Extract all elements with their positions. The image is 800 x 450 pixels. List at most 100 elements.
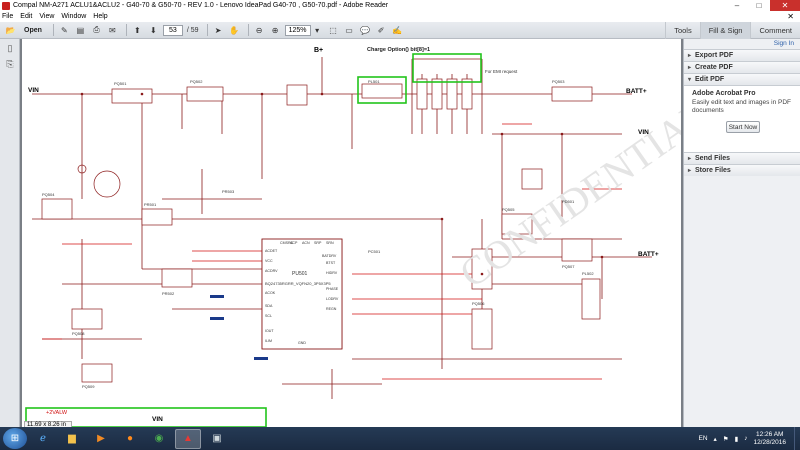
net-label-2valw: +2VALW	[46, 410, 68, 416]
component-label: PQ504	[42, 192, 55, 197]
pin-label: LODRV	[326, 297, 339, 301]
fit-page-icon[interactable]: ⬚	[329, 25, 337, 35]
pin-label: ACN	[302, 241, 310, 245]
clock-time: 12:26 AM	[755, 430, 784, 438]
highlight-box-inductor	[357, 76, 407, 104]
document-area: ▯ ⎘	[0, 39, 683, 429]
sign-in-link[interactable]: Sign In	[773, 40, 794, 47]
file-explorer-icon[interactable]: ▆	[68, 433, 76, 444]
pin-label: ACP	[290, 241, 298, 245]
next-page-icon[interactable]: ⬇	[150, 25, 157, 35]
toolbar-divider	[52, 24, 54, 36]
show-desktop-button[interactable]	[794, 427, 800, 450]
close-document-icon[interactable]: ✕	[787, 12, 794, 21]
previous-page-icon[interactable]: ⬆	[134, 25, 141, 35]
net-label-batt-top: BATT+	[626, 88, 647, 95]
menu-window[interactable]: Window	[61, 13, 87, 20]
highlight-icon[interactable]: ✐	[377, 25, 385, 35]
create-pdf-label: Create PDF	[695, 64, 733, 71]
create-pdf-section[interactable]: ▸ Create PDF	[684, 61, 800, 73]
edit-pdf-label: Edit PDF	[695, 76, 725, 83]
page-thumbnails-icon[interactable]: ▯	[7, 43, 13, 53]
pin-label: PHASE	[326, 287, 339, 291]
tray-arrow-icon[interactable]: ▴	[713, 435, 717, 443]
volume-icon[interactable]: ♪	[744, 435, 748, 442]
internet-explorer-icon[interactable]: ℯ	[40, 433, 46, 444]
open-button[interactable]: Open	[24, 26, 42, 34]
component-label: PR503	[222, 189, 235, 194]
acrobat-pro-heading: Adobe Acrobat Pro	[692, 90, 756, 97]
attachments-icon[interactable]: ⎘	[6, 59, 14, 69]
zoom-in-icon[interactable]: ⊕	[271, 25, 279, 35]
maximize-button[interactable]: □	[756, 1, 762, 10]
pdf-page[interactable]: CONFIDENTIAL	[22, 39, 681, 427]
zoom-dropdown-icon[interactable]: ▾	[315, 25, 320, 35]
toolbar-divider	[247, 24, 249, 36]
start-now-button[interactable]: Start Now	[726, 121, 760, 133]
component-label: PQ507	[562, 264, 575, 269]
emi-note: For EMI request	[485, 69, 518, 74]
menu-bar: File Edit View Window Help ✕	[0, 11, 800, 22]
collapsed-arrow-icon: ▸	[688, 156, 692, 162]
clock[interactable]: 12:26 AM 12/28/2016	[753, 431, 786, 447]
store-files-section[interactable]: ▸ Store Files	[684, 164, 800, 176]
minimize-button[interactable]: –	[734, 1, 740, 10]
component-label: PR501	[144, 202, 157, 207]
menu-help[interactable]: Help	[93, 13, 108, 20]
net-label-bplus: B+	[314, 47, 324, 54]
open-folder-icon[interactable]: 📂	[5, 25, 16, 35]
read-mode-icon[interactable]: ▭	[345, 25, 353, 35]
close-button[interactable]: ✕	[770, 0, 800, 11]
hand-tool-icon[interactable]: ✋	[229, 25, 240, 35]
adobe-reader-taskbar-icon[interactable]: ▲	[175, 428, 201, 449]
edit-pdf-section[interactable]: ▾ Edit PDF	[684, 73, 800, 85]
pin-label: CMSRC	[280, 241, 294, 245]
tools-tab[interactable]: Tools	[665, 21, 700, 39]
chip-refdes: PU501	[292, 271, 308, 277]
export-pdf-section[interactable]: ▸ Export PDF	[684, 49, 800, 61]
comment-bubble-icon[interactable]: 💬	[360, 25, 371, 35]
component-label: PQ501	[114, 81, 127, 86]
select-tool-icon[interactable]: ➤	[214, 25, 222, 35]
edit-pdf-panel: Adobe Acrobat Pro Easily edit text and i…	[684, 85, 800, 152]
send-files-section[interactable]: ▸ Send Files	[684, 152, 800, 164]
media-player-icon[interactable]: ▶	[97, 433, 105, 444]
pin-label: ILIM	[265, 339, 272, 343]
page-number-input[interactable]: 53	[162, 24, 183, 36]
pin-label: ACDRV	[265, 269, 278, 273]
expanded-arrow-icon: ▾	[688, 77, 692, 83]
charger-ic	[261, 238, 343, 350]
firefox-icon[interactable]: ●	[126, 433, 134, 444]
zoom-out-icon[interactable]: ⊖	[255, 25, 263, 35]
comment-tab[interactable]: Comment	[750, 21, 800, 39]
language-indicator[interactable]: EN	[698, 435, 708, 442]
email-icon[interactable]: ✉	[109, 25, 116, 35]
fill-sign-tab[interactable]: Fill & Sign	[699, 21, 751, 39]
net-label-batt-mid: BATT+	[638, 251, 659, 258]
window-title: Compal NM-A271 ACLU1&ACLU2 - G40-70 & G5…	[13, 2, 389, 9]
highlight-box-vin	[25, 407, 267, 427]
component-label: PC501	[368, 249, 381, 254]
save-icon[interactable]: ▤	[76, 25, 85, 35]
flag-icon[interactable]: ⚑	[722, 435, 729, 443]
menu-file[interactable]: File	[2, 13, 14, 20]
chrome-icon[interactable]: ◉	[154, 433, 164, 444]
export-pdf-label: Export PDF	[695, 52, 734, 59]
menu-view[interactable]: View	[39, 13, 55, 20]
navigation-pane: ▯ ⎘	[0, 39, 20, 427]
network-icon[interactable]: ▮	[734, 435, 739, 443]
pin-label: SRP	[314, 241, 322, 245]
component-label: PQ506	[472, 301, 485, 306]
pin-label: BATDRV	[322, 254, 337, 258]
create-icon[interactable]: ✎	[61, 25, 68, 35]
app-window-icon[interactable]: ▣	[212, 433, 222, 444]
pin-label: SRN	[326, 241, 334, 245]
net-label-vin-left: VIN	[28, 87, 39, 94]
menu-edit[interactable]: Edit	[20, 13, 33, 20]
start-button[interactable]: ⊞	[3, 428, 27, 449]
sign-icon[interactable]: ✍	[392, 25, 403, 35]
pin-label: IOUT	[265, 329, 274, 333]
print-icon[interactable]: ⎙	[93, 25, 100, 34]
zoom-select[interactable]: 125%	[284, 24, 311, 36]
component-label: PQ508	[72, 331, 85, 336]
